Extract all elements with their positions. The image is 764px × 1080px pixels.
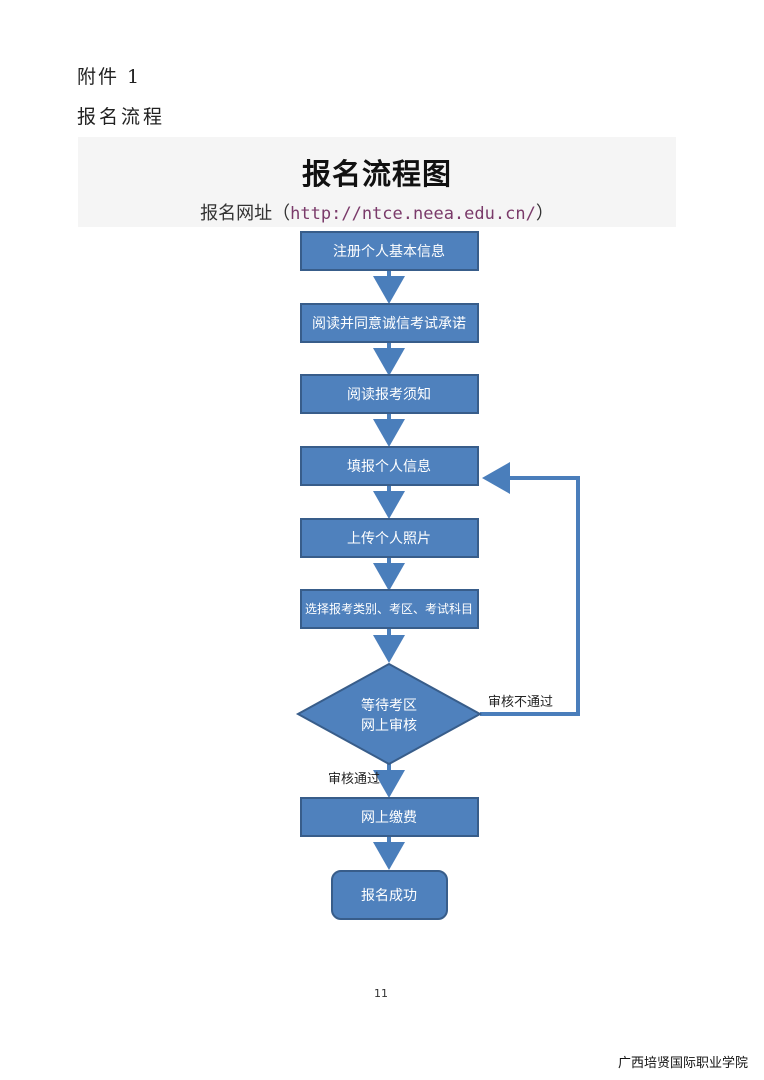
step-text-5: 上传个人照片 xyxy=(347,531,431,547)
decision-text-line-2: 网上审核 xyxy=(361,718,417,734)
annex-label: 附件 1 xyxy=(77,66,142,88)
step-box-5 xyxy=(300,518,479,558)
section-title: 报名流程 xyxy=(77,106,166,128)
pass-label: 审核通过 xyxy=(328,772,380,787)
step-text-2: 阅读并同意诚信考试承诺 xyxy=(312,315,466,332)
payment-box xyxy=(300,797,479,837)
payment-text: 网上缴费 xyxy=(361,810,417,826)
registration-url-line: 报名网址（http://ntce.neea.edu.cn/） xyxy=(78,199,676,225)
step-box-6 xyxy=(300,589,479,629)
end-box xyxy=(331,870,448,920)
step-box-1 xyxy=(300,231,479,271)
step-box-2 xyxy=(300,303,479,343)
page-number: 11 xyxy=(374,987,388,1000)
url-prefix: 报名网址（ xyxy=(200,203,291,224)
footer-institution: 广西培贤国际职业学院 xyxy=(617,1056,748,1071)
step-text-3: 阅读报考须知 xyxy=(347,386,431,403)
decision-diamond xyxy=(295,662,483,766)
step-box-3 xyxy=(300,374,479,414)
fail-label: 审核不通过 xyxy=(488,695,553,710)
step-text-1: 注册个人基本信息 xyxy=(333,243,445,260)
step-text-6: 选择报考类别、考区、考试科目 xyxy=(305,601,473,616)
url-suffix: ） xyxy=(535,203,554,224)
step-box-4 xyxy=(300,446,479,486)
decision-text-line-1: 等待考区 xyxy=(361,697,417,714)
end-text: 报名成功 xyxy=(361,888,417,904)
flowchart-title: 报名流程图 xyxy=(301,157,452,191)
arrow-fail-loop xyxy=(480,462,580,716)
flowchart-banner: 报名流程图 报名网址（http://ntce.neea.edu.cn/） xyxy=(78,137,676,227)
step-text-4: 填报个人信息 xyxy=(347,458,431,475)
registration-url-link[interactable]: http://ntce.neea.edu.cn/ xyxy=(290,204,536,224)
